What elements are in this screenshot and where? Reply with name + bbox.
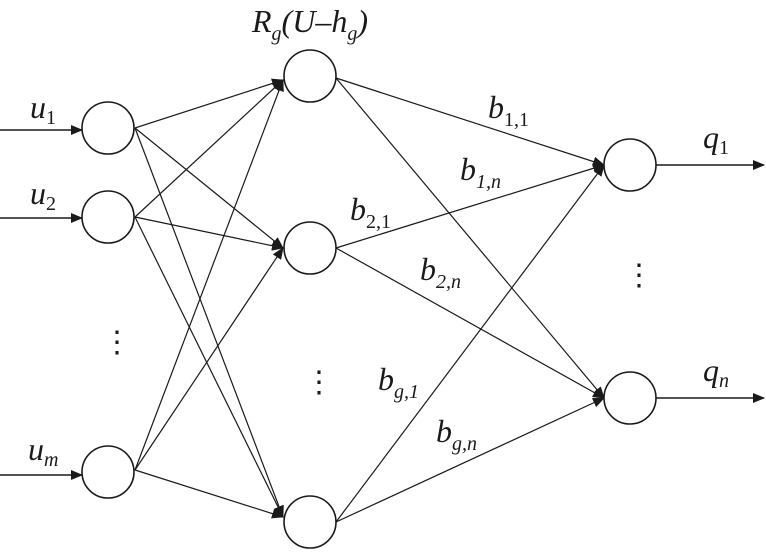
input-node-m xyxy=(81,445,135,499)
weight-label-b2n: b2,n xyxy=(420,251,461,293)
weight-label-bgn: bg,n xyxy=(436,413,477,455)
edge-um-hg xyxy=(134,469,284,519)
weight-label-bg1: bg,1 xyxy=(378,361,419,403)
hidden-layer xyxy=(283,49,337,549)
input-label-u2: u2 xyxy=(30,175,56,215)
edge-u1-h1 xyxy=(134,78,284,129)
output-label-qn: qn xyxy=(703,352,729,392)
weight-label-b1n: b1,n xyxy=(460,151,501,193)
edge-h1-q1 xyxy=(335,77,605,167)
hidden-layer-label: Rg(U–hg) xyxy=(251,3,368,45)
edge-um-h2 xyxy=(134,247,284,471)
edge-u2-h2 xyxy=(134,216,284,251)
output-node-1 xyxy=(603,138,657,192)
hidden-ellipsis: ⋮ xyxy=(304,366,334,399)
edge-hg-q1 xyxy=(335,164,605,523)
input-node-1 xyxy=(81,101,135,155)
hidden-node-2 xyxy=(283,221,337,275)
output-label-q1: q1 xyxy=(703,119,729,159)
output-ellipsis: ⋮ xyxy=(624,259,654,292)
edge-u1-h2 xyxy=(134,127,284,249)
weight-label-b11: b1,1 xyxy=(488,89,529,131)
input-layer xyxy=(81,101,135,499)
input-label-um: um xyxy=(28,431,58,471)
hidden-node-g xyxy=(283,495,337,549)
edge-u2-h1 xyxy=(134,79,284,218)
edge-h1-qn xyxy=(335,77,605,399)
output-node-n xyxy=(603,371,657,425)
edge-h2-qn xyxy=(335,247,605,399)
input-hidden-edges xyxy=(134,78,284,519)
hidden-output-edges xyxy=(335,77,605,523)
weight-label-b21: b2,1 xyxy=(350,191,391,233)
edge-u1-hg xyxy=(134,127,284,518)
input-node-2 xyxy=(81,190,135,244)
edge-h2-q1 xyxy=(335,163,605,249)
hidden-node-1 xyxy=(283,49,337,103)
edge-hg-qn xyxy=(335,397,605,523)
edge-u2-hg xyxy=(134,216,284,518)
input-label-u1: u1 xyxy=(30,89,56,129)
output-layer xyxy=(603,138,657,425)
edge-um-h1 xyxy=(134,79,284,471)
input-ellipsis: ⋮ xyxy=(102,326,132,359)
